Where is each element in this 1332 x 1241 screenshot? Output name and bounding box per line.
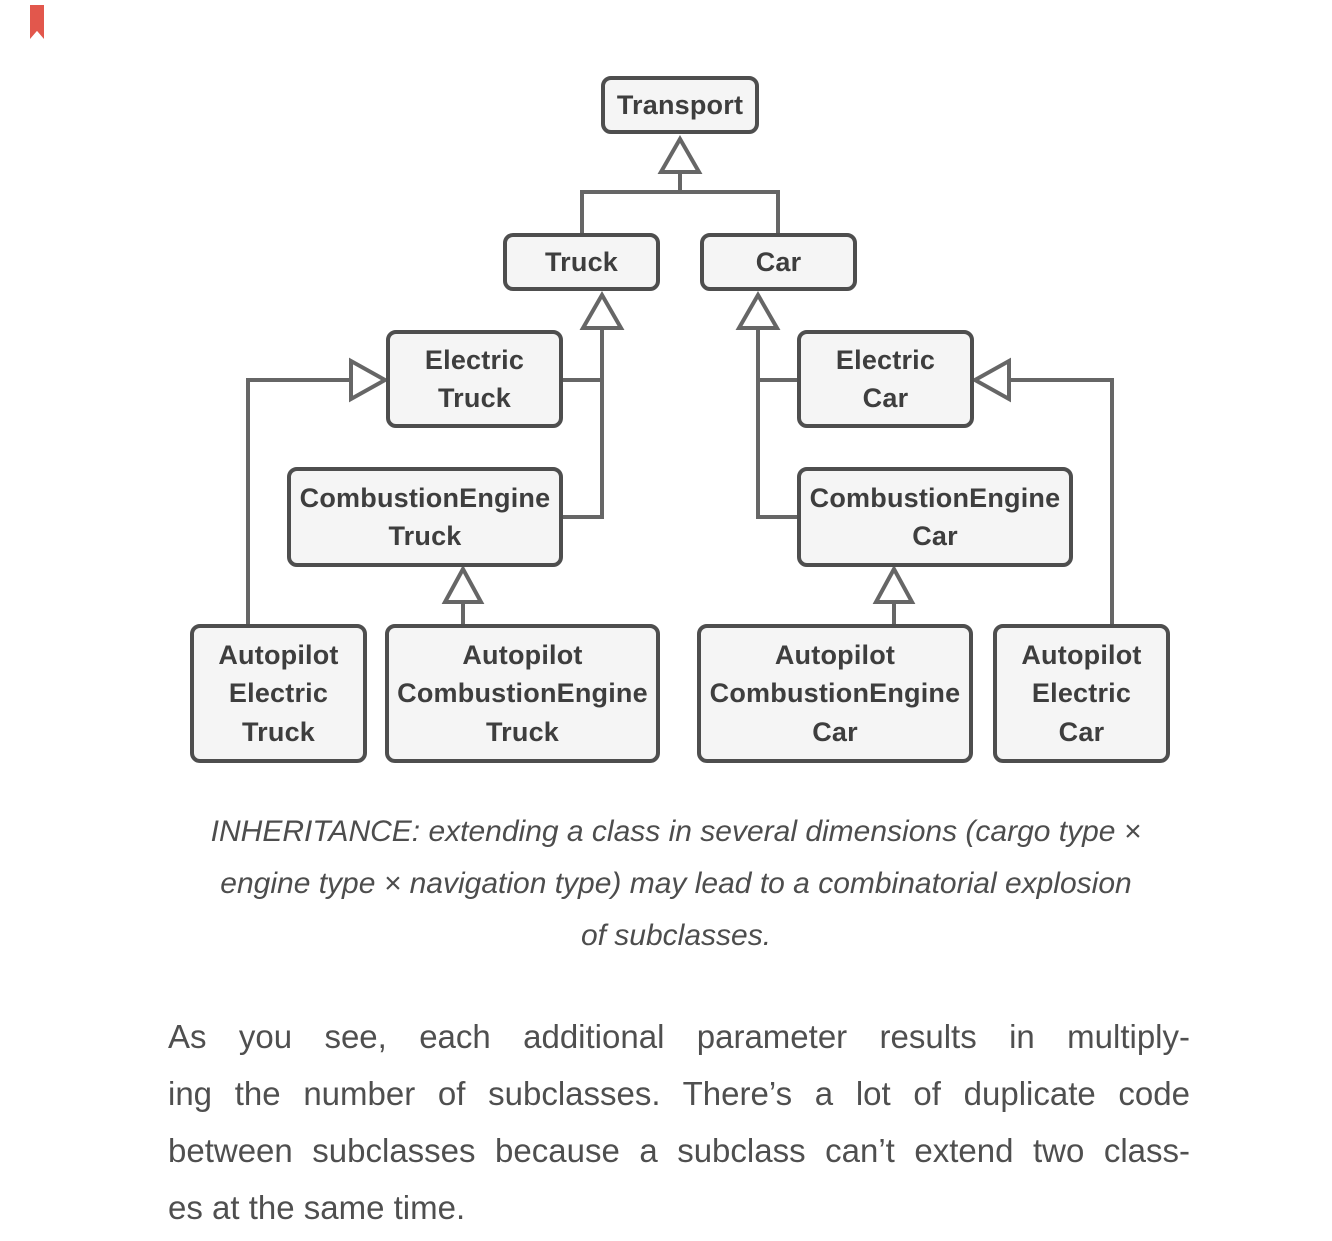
- class-box-car: Car: [700, 233, 857, 291]
- body-paragraph-line: ing the number of subclasses. There’s a …: [168, 1075, 1190, 1112]
- class-label-autopilot-combustion-car: Autopilot CombustionEngine Car: [709, 640, 961, 747]
- inheritance-arrowhead-car: [735, 290, 781, 330]
- class-label-autopilot-combustion-truck: Autopilot CombustionEngine Truck: [397, 640, 648, 747]
- connector-transport-fork: [580, 190, 780, 233]
- inheritance-arrowhead-electric-truck: [349, 357, 390, 403]
- connector-autopilot-electric-truck: [246, 378, 351, 624]
- class-label-autopilot-electric-truck: Autopilot Electric Truck: [218, 640, 339, 747]
- class-box-autopilot-electric-truck: Autopilot Electric Truck: [190, 624, 367, 763]
- class-label-truck: Truck: [544, 246, 619, 277]
- body-paragraph-line: between subclasses because a subclass ca…: [168, 1132, 1190, 1169]
- figure-caption-line: INHERITANCE: extending a class in severa…: [210, 815, 1142, 848]
- class-box-autopilot-combustion-truck: Autopilot CombustionEngine Truck: [385, 624, 660, 763]
- inheritance-connectors: [246, 134, 1114, 624]
- connector-car-trunk: [756, 328, 797, 519]
- connector-autopilot-electric-car: [1009, 378, 1114, 624]
- class-box-combustion-truck: CombustionEngine Truck: [287, 467, 563, 567]
- inheritance-arrowhead-truck: [579, 290, 625, 330]
- bookmark-ribbon-icon[interactable]: [30, 5, 44, 39]
- class-label-car: Car: [755, 246, 802, 277]
- class-label-electric-car: Electric Car: [835, 344, 936, 413]
- body-paragraph-line: es at the same time.: [168, 1189, 466, 1226]
- class-box-electric-truck: Electric Truck: [386, 330, 563, 428]
- class-box-autopilot-combustion-car: Autopilot CombustionEngine Car: [697, 624, 973, 763]
- figure-caption: INHERITANCE: extending a class in severa…: [20, 806, 1332, 962]
- class-box-truck: Truck: [503, 233, 660, 291]
- class-diagram: Transport Truck Car Electric Truck Elect…: [190, 76, 1170, 763]
- class-label-combustion-truck: CombustionEngine Truck: [299, 482, 551, 551]
- body-paragraph-line: As you see, each additional parameter re…: [168, 1018, 1190, 1055]
- inheritance-arrowhead-combustion-truck: [441, 564, 485, 604]
- class-box-transport: Transport: [601, 76, 759, 134]
- class-label-autopilot-electric-car: Autopilot Electric Car: [1021, 640, 1142, 747]
- inheritance-arrowhead-electric-car: [970, 357, 1011, 403]
- class-label-transport: Transport: [616, 89, 744, 120]
- inheritance-arrowhead-transport: [657, 134, 703, 174]
- connector-truck-trunk: [563, 328, 604, 519]
- class-label-electric-truck: Electric Truck: [424, 344, 525, 413]
- class-box-autopilot-electric-car: Autopilot Electric Car: [993, 624, 1170, 763]
- class-box-electric-car: Electric Car: [797, 330, 974, 428]
- body-paragraph: As you see, each additional parameter re…: [168, 1008, 1190, 1236]
- figure-caption-line: engine type × navigation type) may lead …: [220, 867, 1132, 900]
- inheritance-arrowhead-combustion-car: [872, 564, 916, 604]
- class-box-combustion-car: CombustionEngine Car: [797, 467, 1073, 567]
- class-label-combustion-car: CombustionEngine Car: [809, 482, 1061, 551]
- figure-caption-line: of subclasses.: [580, 919, 772, 952]
